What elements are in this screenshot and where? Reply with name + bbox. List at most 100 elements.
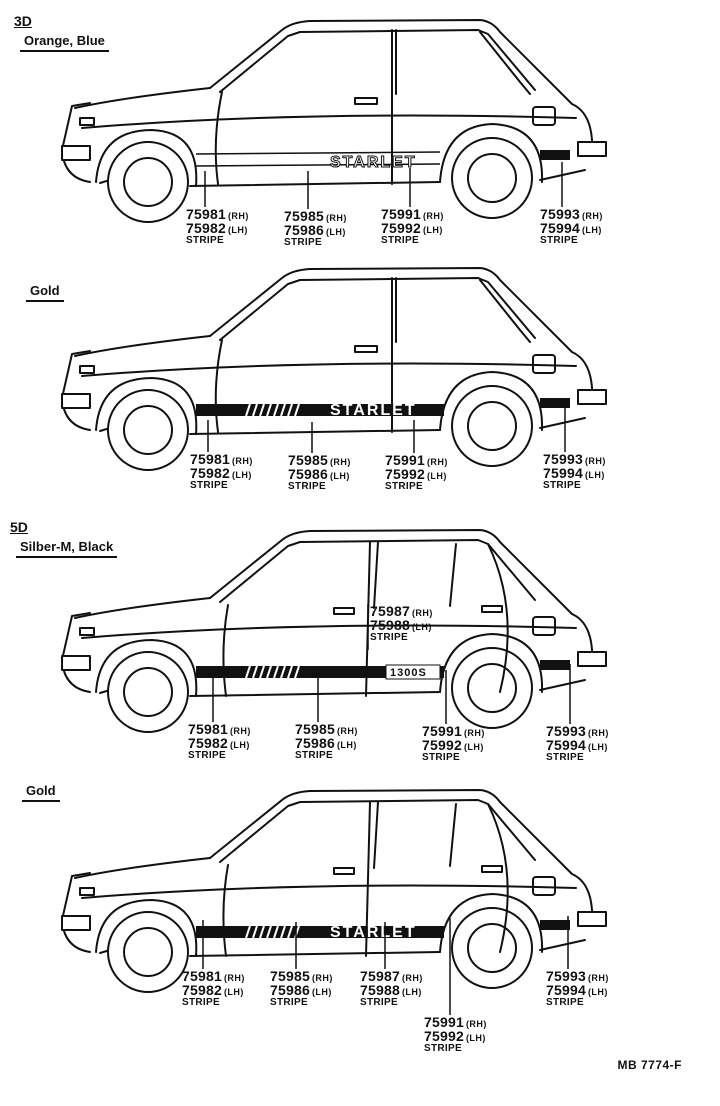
rear-bumper — [578, 652, 606, 666]
rear-stripe — [540, 920, 570, 930]
part-number-rh: 75991(RH) — [422, 724, 485, 738]
part-name: STRIPE — [540, 235, 578, 246]
part-callout: 75991(RH)75992(LH)STRIPE — [424, 1015, 487, 1054]
roof-line — [210, 790, 572, 874]
part-name: STRIPE — [360, 997, 398, 1008]
rear-wheel-arch — [440, 124, 542, 182]
side-label-rh: (RH) — [422, 211, 444, 221]
side-label-rh: (RH) — [411, 608, 433, 618]
part-name: STRIPE — [284, 237, 322, 248]
side-label-rh: (RH) — [223, 973, 245, 983]
part-number: 75985 — [288, 452, 328, 468]
side-label-rh: (RH) — [465, 1019, 487, 1029]
car-outline — [62, 268, 606, 470]
front-bumper — [62, 146, 90, 160]
color-variant-label: Silber-M, Black — [15, 539, 118, 558]
side-label-lh: (LH) — [311, 987, 332, 997]
c-pillar — [450, 804, 456, 866]
rear-face — [572, 104, 592, 150]
rear-sill — [540, 680, 585, 690]
side-label-rh: (RH) — [229, 726, 251, 736]
part-number-rh: 75985(RH) — [270, 969, 333, 983]
part-number-lh: 75994(LH) — [543, 466, 606, 480]
part-number-rh: 75987(RH) — [370, 604, 433, 618]
rear-door-edge — [488, 804, 508, 952]
part-callout: 75991(RH)75992(LH)STRIPE — [381, 207, 444, 246]
side-label-rh: (RH) — [587, 973, 609, 983]
headlamp — [80, 366, 94, 373]
body-stripe: STARLET — [196, 398, 570, 419]
front-face — [62, 873, 90, 920]
part-name: STRIPE — [295, 750, 333, 761]
quarter-window-line — [480, 280, 530, 342]
roof-line — [210, 530, 572, 614]
side-label-lh: (LH) — [329, 471, 350, 481]
part-number: 75982 — [186, 220, 226, 236]
part-number: 75985 — [270, 968, 310, 984]
part-number: 75994 — [546, 982, 586, 998]
rear-door-handle — [482, 866, 502, 872]
car-side-view-5d-silber-black: 1300S — [0, 510, 720, 758]
part-callout: 75981(RH)75982(LH)STRIPE — [182, 969, 245, 1008]
window-top-line — [220, 540, 535, 602]
side-label-rh: (RH) — [227, 211, 249, 221]
part-name: STRIPE — [190, 480, 228, 491]
front-face — [62, 103, 90, 150]
color-variant-label: Gold — [22, 783, 60, 802]
part-callout: 75985(RH)75986(LH)STRIPE — [270, 969, 333, 1008]
front-wheel — [108, 912, 188, 992]
part-number: 75987 — [360, 968, 400, 984]
part-name: STRIPE — [270, 997, 308, 1008]
rocker-line — [190, 692, 440, 696]
part-name: STRIPE — [370, 632, 408, 643]
front-wheel-arch — [96, 900, 196, 956]
rear-wheel — [452, 648, 532, 728]
side-label-lh: (LH) — [223, 987, 244, 997]
part-name: STRIPE — [385, 481, 423, 492]
front-wheel — [108, 390, 188, 470]
rear-face — [572, 352, 592, 398]
part-callout: 75987(RH)75988(LH)STRIPE — [360, 969, 423, 1008]
door-front-edge — [223, 865, 228, 956]
part-number-rh: 75993(RH) — [540, 207, 603, 221]
side-label-rh: (RH) — [329, 457, 351, 467]
belt-line — [82, 626, 576, 638]
rear-sill — [540, 940, 585, 950]
hood-line — [75, 88, 210, 108]
part-name: STRIPE — [381, 235, 419, 246]
body-stripe-text: STARLET — [330, 924, 417, 941]
front-bumper — [62, 656, 90, 670]
body-stripe-text: STARLET — [330, 154, 417, 171]
rear-bumper — [578, 912, 606, 926]
part-number-rh: 75981(RH) — [190, 452, 253, 466]
rear-face — [572, 874, 592, 920]
part-number-rh: 75991(RH) — [424, 1015, 487, 1029]
part-number: 75986 — [288, 466, 328, 482]
part-callout: 75991(RH)75992(LH)STRIPE — [422, 724, 485, 763]
part-number: 75992 — [385, 466, 425, 482]
front-hubcap — [124, 158, 172, 206]
side-label-lh: (LH) — [584, 470, 605, 480]
roof-line — [210, 20, 572, 104]
front-wheel-arch — [96, 130, 196, 186]
side-label-rh: (RH) — [336, 726, 358, 736]
body-stripe-text: STARLET — [330, 402, 417, 419]
part-callout: 75981(RH)75982(LH)STRIPE — [186, 207, 249, 246]
side-label-lh: (LH) — [411, 622, 432, 632]
part-name: STRIPE — [186, 235, 224, 246]
part-number-rh: 75985(RH) — [288, 453, 351, 467]
front-door-handle — [334, 608, 354, 614]
part-number-rh: 75981(RH) — [188, 722, 251, 736]
part-number: 75982 — [190, 465, 230, 481]
part-number: 75981 — [190, 451, 230, 467]
rear-wheel — [452, 138, 532, 218]
part-number: 75986 — [295, 735, 335, 751]
part-number-lh: 75986(LH) — [284, 223, 347, 237]
side-label-rh: (RH) — [587, 728, 609, 738]
part-number-rh: 75985(RH) — [284, 209, 347, 223]
side-label-lh: (LH) — [465, 1033, 486, 1043]
hood-line — [75, 858, 210, 878]
body-stripe: STARLET — [196, 150, 570, 172]
part-callout: 75993(RH)75994(LH)STRIPE — [543, 452, 606, 491]
b-pillar-rear — [374, 802, 378, 868]
